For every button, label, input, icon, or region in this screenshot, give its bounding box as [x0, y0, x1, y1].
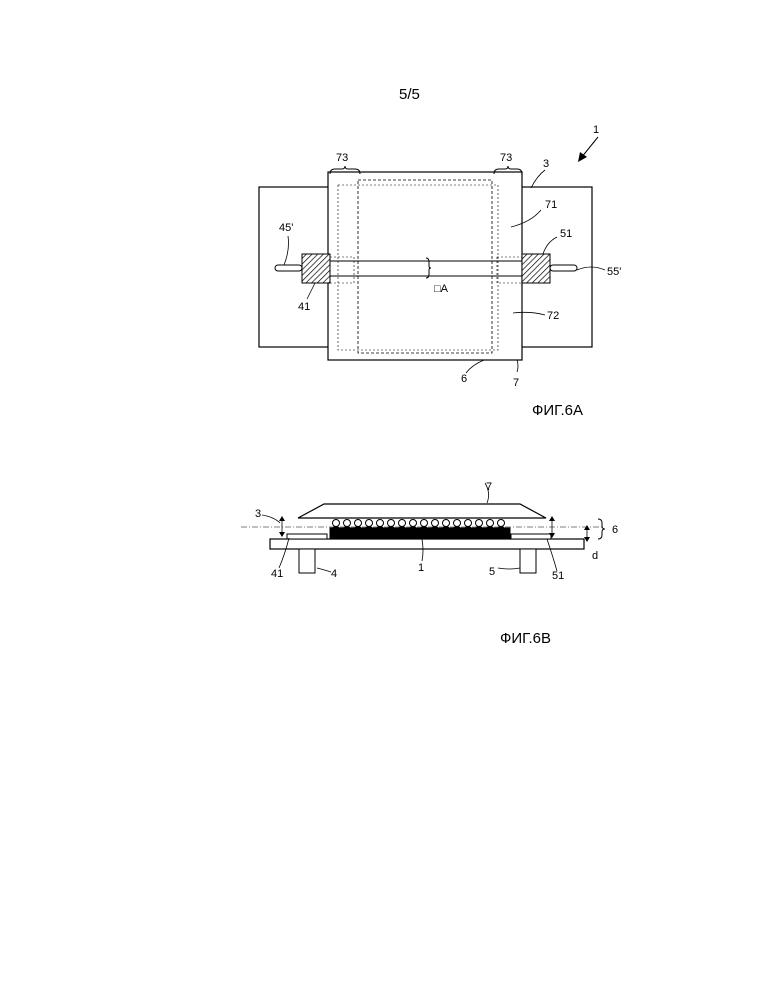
- figure-6b-caption: ФИГ.6В: [500, 630, 551, 647]
- label-51: 51: [560, 228, 572, 240]
- coil-loop: [432, 520, 439, 527]
- coil-loop: [454, 520, 461, 527]
- label-1: 1: [593, 124, 599, 136]
- coil-loop-filled: [376, 527, 385, 536]
- coil-loop: [410, 520, 417, 527]
- coil-loop-filled: [420, 527, 429, 536]
- leader-7: [517, 360, 518, 372]
- coil-loop: [498, 520, 505, 527]
- leader-3: [531, 170, 545, 188]
- coil-loop: [377, 520, 384, 527]
- label-d: d: [592, 550, 598, 562]
- coil-loop-filled: [398, 527, 407, 536]
- label-4b: 4: [331, 568, 337, 580]
- label-7b: 7: [486, 481, 492, 493]
- arrow-1-head: [578, 152, 587, 162]
- label-6b: 6: [612, 524, 618, 536]
- leader-5b: [498, 568, 520, 569]
- coil-loop: [333, 520, 340, 527]
- coil-loop-filled: [332, 527, 341, 536]
- label-71: 71: [545, 199, 557, 211]
- coil-loop: [476, 520, 483, 527]
- coil-loop-filled: [431, 527, 440, 536]
- coil-loop-filled: [453, 527, 462, 536]
- coil-loop: [355, 520, 362, 527]
- leader-3b: [262, 515, 280, 523]
- coil-loop-filled: [464, 527, 473, 536]
- coil-loop-filled: [497, 527, 506, 536]
- label-41b: 41: [271, 568, 283, 580]
- label-6: 6: [461, 373, 467, 385]
- leg-4: [299, 549, 315, 573]
- coil-loop: [421, 520, 428, 527]
- coil-loop-filled: [486, 527, 495, 536]
- coil-loop: [366, 520, 373, 527]
- base-plate-side: [270, 539, 584, 549]
- coil-loop-filled: [475, 527, 484, 536]
- label-41: 41: [298, 301, 310, 313]
- label-3b: 3: [255, 508, 261, 520]
- label-73-left: 73: [336, 152, 348, 164]
- coil-loop: [399, 520, 406, 527]
- wire-55: [550, 265, 577, 271]
- leader-6: [466, 360, 484, 373]
- label-5b: 5: [489, 566, 495, 578]
- label-55: 55': [607, 266, 621, 278]
- label-1b: 1: [418, 562, 424, 574]
- coil-loop: [344, 520, 351, 527]
- coil-loop-filled: [354, 527, 363, 536]
- connector-51: [522, 254, 550, 283]
- coil-loop: [388, 520, 395, 527]
- connector-41-side: [287, 534, 327, 539]
- label-7: 7: [513, 377, 519, 389]
- label-73-right: 73: [500, 152, 512, 164]
- leg-5: [520, 549, 536, 573]
- coil-loop-filled: [409, 527, 418, 536]
- connector-41: [302, 254, 330, 283]
- coil-loop-filled: [343, 527, 352, 536]
- coil-loop: [443, 520, 450, 527]
- label-3: 3: [543, 158, 549, 170]
- leader-1b: [422, 539, 423, 561]
- brace-6: [598, 519, 605, 539]
- label-45: 45': [279, 222, 293, 234]
- coil-loop: [487, 520, 494, 527]
- film-7-side: [298, 504, 546, 518]
- label-a: □A: [434, 283, 449, 295]
- label-51b: 51: [552, 570, 564, 582]
- coil-loop: [465, 520, 472, 527]
- coil-loop-filled: [387, 527, 396, 536]
- coil-loop-filled: [365, 527, 374, 536]
- figure-6a-caption: ФИГ.6А: [532, 402, 583, 419]
- coil-loop-filled: [442, 527, 451, 536]
- connector-51-side: [511, 534, 551, 539]
- film-7: [328, 172, 522, 360]
- label-72: 72: [547, 310, 559, 322]
- wire-45: [275, 265, 302, 271]
- leader-4b: [317, 568, 331, 572]
